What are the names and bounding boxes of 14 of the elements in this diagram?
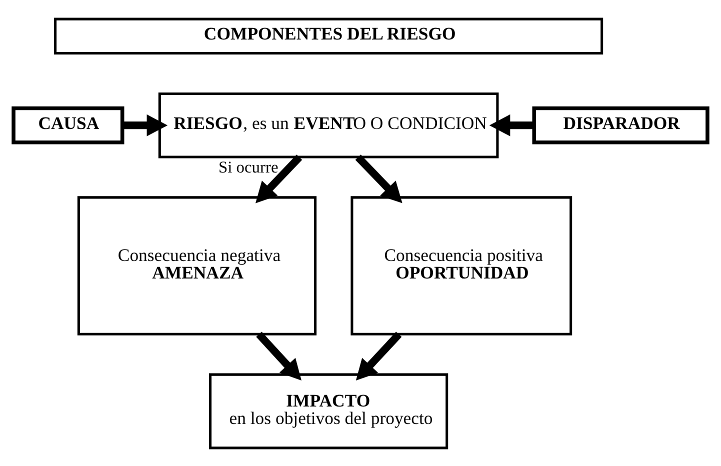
node-box: CAUSA (12, 106, 124, 144)
node-box: COMPONENTES DEL RIESGO (54, 17, 604, 54)
node-box: Consecuencia positiva OPORTUNIDAD (350, 196, 572, 335)
arrow (489, 114, 534, 136)
node-box: Consecuencia negativa AMENAZA (77, 196, 317, 335)
arrow (256, 331, 302, 380)
arrow (356, 331, 402, 380)
node-box: DISPARADOR (532, 106, 710, 144)
edge-label: Si ocurre (218, 156, 278, 176)
node-box: IMPACTO en los objetivos del proyecto (209, 372, 448, 449)
node-box: RIESGO, es un EVENTO O CONDICION (158, 92, 499, 158)
arrow (355, 154, 402, 203)
arrow (255, 154, 302, 203)
arrow (122, 114, 168, 136)
